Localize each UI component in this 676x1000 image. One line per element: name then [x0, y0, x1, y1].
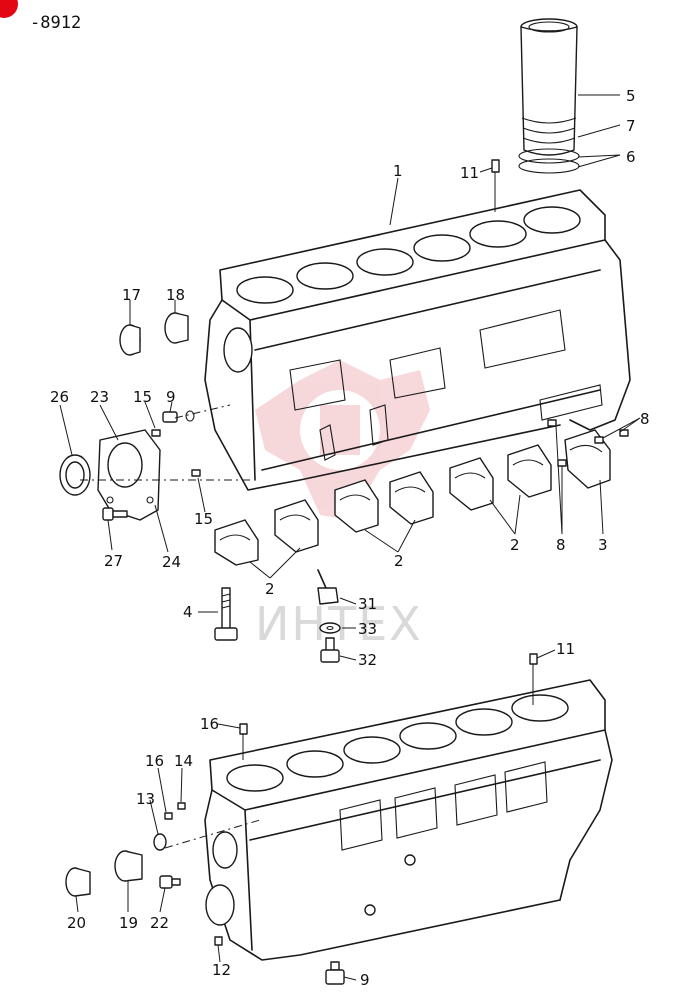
plug-13 — [153, 833, 167, 851]
main-bearing-cap-5 — [449, 457, 494, 511]
callout-2-middle: 2 — [394, 552, 404, 570]
cylinder-liner — [520, 18, 578, 156]
callout-26: 26 — [50, 388, 69, 406]
bushing-19 — [114, 850, 143, 882]
callout-9-upper: 9 — [166, 388, 176, 406]
cylinder-block-lower — [204, 679, 613, 961]
oil-jet-31 — [317, 569, 339, 605]
pin-15-a — [151, 429, 161, 437]
corner-badge — [0, 0, 18, 18]
bearing-cap-bolt — [214, 587, 238, 641]
stud-11-lower — [529, 653, 538, 705]
callout-11-upper: 11 — [460, 164, 479, 182]
callout-11-lower: 11 — [556, 640, 575, 658]
callout-14: 14 — [174, 752, 193, 770]
plug-22 — [159, 875, 181, 889]
camshaft-bushing-18 — [164, 312, 189, 344]
thrust-bearing-cap-3 — [564, 429, 611, 489]
callout-31: 31 — [358, 595, 377, 613]
callout-8-right: 8 — [640, 410, 650, 428]
plug-9-lower — [325, 961, 345, 985]
pin-14 — [177, 802, 186, 810]
callout-3: 3 — [598, 536, 608, 554]
callout-9-lower: 9 — [360, 971, 370, 989]
stud-11-upper — [491, 159, 500, 212]
main-bearing-cap-2 — [274, 499, 319, 553]
callout-15-lower: 15 — [194, 510, 213, 528]
leader-lines — [59, 94, 641, 981]
watermark-logo — [255, 360, 430, 520]
pin-15-b — [191, 469, 201, 477]
callout-23: 23 — [90, 388, 109, 406]
cylinder-block-upper — [204, 189, 631, 491]
stud-16-lower — [239, 723, 248, 760]
callout-18: 18 — [166, 286, 185, 304]
callout-8-lower: 8 — [556, 536, 566, 554]
callout-17: 17 — [122, 286, 141, 304]
plug-9-upper — [162, 410, 195, 423]
main-bearing-cap-3 — [334, 479, 379, 533]
callout-13: 13 — [136, 790, 155, 808]
camshaft-bushing-17 — [119, 324, 141, 356]
callout-15-upper: 15 — [133, 388, 152, 406]
centerline-upper — [174, 404, 231, 419]
callout-2-left: 2 — [265, 580, 275, 598]
washer-33 — [319, 622, 341, 634]
document-number: -8912 — [30, 13, 81, 33]
centerline-lower — [164, 819, 261, 849]
callout-19: 19 — [119, 914, 138, 932]
liner-o-rings — [518, 148, 580, 174]
callout-5: 5 — [626, 87, 636, 105]
main-bearing-cap-1 — [214, 519, 259, 566]
pin-12 — [214, 936, 223, 946]
callout-33: 33 — [358, 620, 377, 638]
callout-6: 6 — [626, 148, 636, 166]
bushing-20 — [65, 867, 91, 897]
watermark-text: ИНТЕХ — [255, 597, 423, 651]
callout-27: 27 — [104, 552, 123, 570]
callout-16-lower: 16 — [145, 752, 164, 770]
bolt-27 — [102, 507, 128, 521]
callout-32: 32 — [358, 651, 377, 669]
main-bearing-cap-6 — [507, 444, 552, 498]
main-bearing-cap-4 — [389, 471, 434, 525]
callout-4: 4 — [183, 603, 193, 621]
callout-7: 7 — [626, 117, 636, 135]
rear-oil-seal-26 — [59, 454, 91, 496]
callout-labels: 1 5 7 6 11 17 18 26 23 15 9 15 24 27 8 8… — [50, 87, 650, 989]
callout-20: 20 — [67, 914, 86, 932]
rear-seal-housing-23 — [97, 429, 161, 521]
callout-2-right: 2 — [510, 536, 520, 554]
check-valve-bolt-32 — [320, 637, 340, 663]
dowel-pins-8 — [547, 419, 629, 467]
pin-16-side — [164, 812, 173, 820]
callout-12: 12 — [212, 961, 231, 979]
callout-22: 22 — [150, 914, 169, 932]
callout-24: 24 — [162, 553, 181, 571]
callout-1: 1 — [393, 162, 403, 180]
callout-16-upper: 16 — [200, 715, 219, 733]
